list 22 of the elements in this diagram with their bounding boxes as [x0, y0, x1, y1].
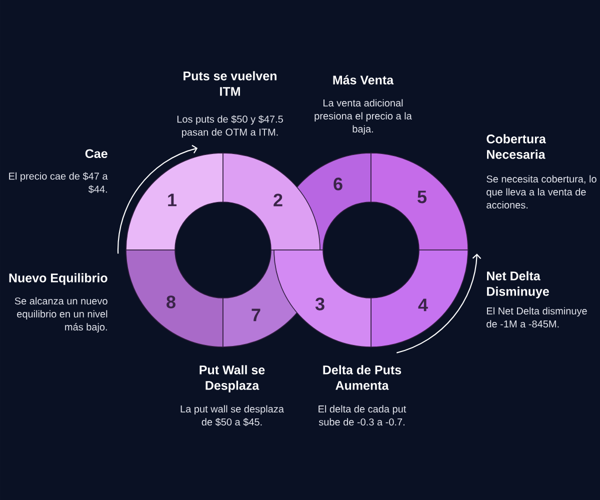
step-heading: Cobertura Necesaria: [486, 134, 546, 159]
step-description: Se necesita cobertura, lo que lleva a la venta de acciones.: [486, 175, 596, 209]
step-description: La venta adicional presiona el precio a la baja.: [314, 99, 412, 134]
step-description: El Net Delta disminuye de -1M a -845M.: [486, 307, 587, 328]
step-heading: Más Venta: [333, 75, 394, 84]
step-description: El precio cae de $47 a $44.: [9, 172, 108, 194]
step-heading: Delta de Puts Aumenta: [323, 365, 402, 390]
step-heading: Cae: [85, 149, 108, 158]
step-description: La put wall se desplaza de $50 a $45.: [180, 405, 284, 426]
step-heading: Nuevo Equilibrio: [9, 273, 108, 285]
step-description: El delta de cada put sube de -0.3 a -0.7.: [318, 405, 406, 426]
ring-segment: 1: [126, 152, 224, 250]
ring-segment: 8: [126, 250, 224, 348]
step-description: Se alcanza un nuevo equilibrio en un nivel más bajo.: [14, 297, 108, 332]
ring-segment: 5: [370, 152, 468, 250]
ring-segment: 2: [222, 152, 320, 250]
step-description: Los puts de $50 y $47.5 pasan de OTM a ITM.: [177, 115, 283, 138]
step-heading: Net Delta Disminuye: [487, 271, 549, 298]
step-heading: Puts se vuelven ITM: [184, 71, 276, 96]
ring-segment: 3: [274, 250, 372, 348]
ring-segment: 4: [370, 250, 468, 348]
step-heading: Put Wall se Desplaza: [200, 365, 265, 392]
